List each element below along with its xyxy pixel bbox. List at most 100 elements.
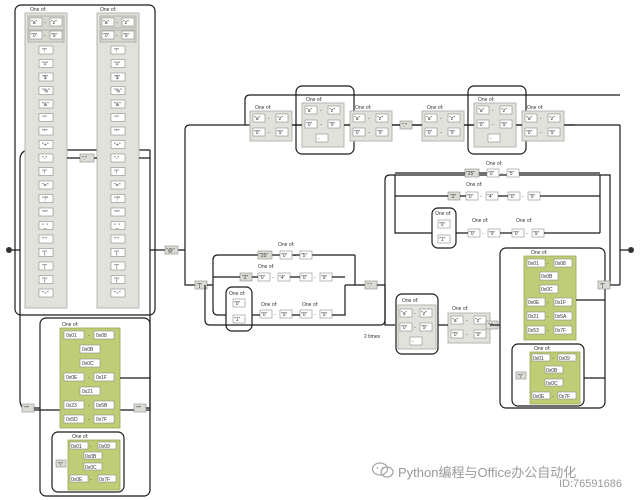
svg-text:"a": "a" (306, 108, 313, 114)
svg-text:0x08: 0x08 (96, 333, 107, 339)
svg-text:One of:: One of: (261, 302, 277, 308)
char-token-box (110, 72, 126, 82)
svg-text:One of:: One of: (534, 346, 550, 352)
char-token: "/" (114, 170, 119, 176)
char-token: "}" (42, 278, 47, 284)
char-token: "-" (42, 156, 47, 162)
char-token-box (38, 59, 54, 68)
svg-text:"9": "9" (533, 231, 540, 237)
svg-text:-: - (268, 116, 270, 122)
char-token-box (110, 140, 126, 149)
watermark-id: ID:76591686 (559, 478, 622, 490)
char-token-box (110, 180, 126, 190)
svg-text:"a": "a" (254, 116, 261, 122)
svg-text:"9": "9" (475, 332, 482, 338)
token-z: "z" (51, 20, 57, 26)
svg-text:-: - (88, 333, 90, 339)
svg-text:"25": "25" (466, 171, 475, 177)
char-token-box (38, 153, 54, 163)
char-token: "!" (114, 48, 119, 54)
svg-text:-: - (414, 311, 416, 317)
char-token: "'" (42, 116, 47, 122)
svg-text:"z": "z" (549, 116, 555, 122)
one-of-label: One of: (62, 322, 78, 328)
one-of-label: One of: (30, 7, 46, 13)
one-of-label: One of: (100, 7, 116, 13)
svg-text:-: - (90, 477, 92, 483)
svg-text:-: - (368, 116, 370, 122)
svg-text:0x0E: 0x0E (528, 300, 540, 306)
svg-text:-: - (414, 325, 416, 331)
svg-text:"0": "0" (513, 231, 520, 237)
svg-text:One of:: One of: (531, 250, 547, 256)
svg-text:0x7F: 0x7F (96, 417, 107, 423)
char-token: "%" (114, 89, 122, 95)
svg-text:0x01: 0x01 (528, 261, 539, 267)
at-literal: "@" (164, 245, 179, 255)
svg-text:-: - (368, 130, 370, 136)
char-token: "/" (42, 170, 47, 176)
svg-text:0x7F: 0x7F (555, 328, 566, 334)
one-of-label: One of: (72, 434, 88, 440)
char-token: "#" (42, 62, 49, 68)
svg-text:"2": "2" (242, 275, 249, 281)
char-token-box (38, 45, 54, 55)
svg-text:0x0B: 0x0B (82, 347, 94, 353)
char-token-box (38, 167, 54, 176)
char-token: "#" (114, 62, 121, 68)
char-token-box (38, 261, 54, 271)
svg-text:0x5D: 0x5D (66, 417, 78, 423)
svg-text:"0": "0" (426, 130, 433, 136)
svg-text:"a": "a" (526, 116, 533, 122)
svg-text:"@": "@" (166, 248, 175, 254)
watermark: Python编程与Office办公自动化 ID:76591686 (368, 458, 640, 500)
char-token-box (38, 99, 54, 109)
svg-text:One of:: One of: (527, 105, 543, 111)
end-point (628, 247, 634, 253)
dash: - (116, 20, 118, 26)
svg-text:"a": "a" (478, 108, 485, 114)
svg-text:"0": "0" (281, 253, 288, 259)
char-token: "`" (114, 237, 119, 243)
svg-text:0x0C: 0x0C (82, 361, 94, 367)
char-token: "}" (114, 278, 119, 284)
svg-text:One of:: One of: (306, 97, 322, 103)
svg-text:"0": "0" (488, 171, 495, 177)
char-token: "!" (42, 48, 47, 54)
start-point (6, 247, 12, 253)
svg-text:One of:: One of: (302, 302, 318, 308)
svg-text:-: - (480, 194, 482, 200)
char-token-box (38, 140, 54, 149)
char-token-box (110, 234, 126, 244)
hex-ranges-1: 0x01 - 0x08 0x0B 0x0C 0x0E - 0x1F 0x21 0… (63, 330, 115, 424)
char-column-2: "!""#""$""%""&""'""*""+""-""/""=""?""^""… (110, 45, 126, 298)
ip-group: "[" One of: "25" "0" - "5" One of: "2" "… (194, 242, 386, 340)
svg-text:0x01: 0x01 (533, 356, 544, 362)
char-token-box (38, 86, 54, 95)
char-token-box (38, 113, 54, 122)
svg-text:-: - (540, 116, 542, 122)
char-token: "`" (42, 237, 47, 243)
svg-text:-: - (272, 275, 274, 281)
svg-text:-: - (268, 130, 270, 136)
svg-text:-: - (90, 444, 92, 450)
svg-text:"4": "4" (279, 275, 286, 281)
svg-text:-: - (320, 108, 322, 114)
svg-text:0x09: 0x09 (99, 444, 110, 450)
svg-text:-: - (540, 130, 542, 136)
ipv6-right: One of: "a" - "z" "0" - "9" - One of: "a… (395, 247, 620, 409)
char-column-1: "!""#""$""%""&""'""*""+""-""/""=""?""^""… (38, 45, 54, 298)
svg-text:0x7F: 0x7F (559, 394, 570, 400)
dot-text: "." (82, 156, 87, 162)
svg-text:-: - (526, 231, 528, 237)
char-token-box (38, 180, 54, 190)
svg-text:"9": "9" (449, 130, 456, 136)
svg-text:One of:: One of: (229, 291, 245, 297)
svg-text:0x08: 0x08 (555, 261, 566, 267)
svg-text:-: - (492, 108, 494, 114)
svg-text:".": "." (367, 283, 372, 289)
svg-text:0x09: 0x09 (559, 356, 570, 362)
svg-text:"0": "0" (354, 130, 361, 136)
svg-text:-: - (88, 375, 90, 381)
svg-text:One of:: One of: (478, 97, 494, 103)
